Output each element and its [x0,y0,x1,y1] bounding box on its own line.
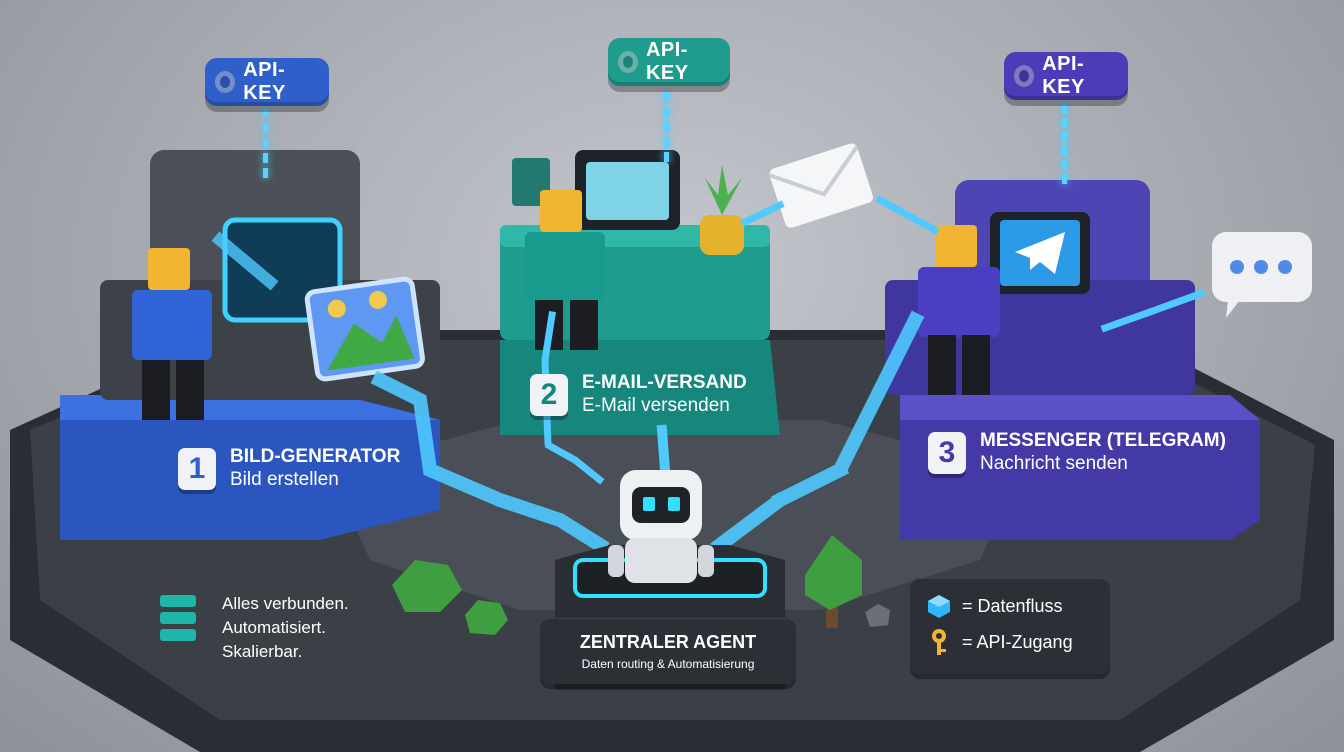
flow-station-2-a [541,311,605,485]
agent-label-panel: ZENTRALER AGENT Daten routing & Automati… [540,618,796,684]
station-subtitle: Nachricht senden [980,453,1128,474]
worker-3-body [918,267,1000,337]
api-connector-2 [664,92,669,162]
summary-line: Automatisiert. [222,618,326,637]
summary-text: Alles verbunden. Automatisiert. Skalierb… [222,592,349,664]
api-key-tag-3: API-KEY [1004,52,1128,100]
bush-icon [465,600,508,635]
summary-line: Alles verbunden. [222,594,349,613]
flow-chat [1100,287,1210,333]
summary-line: Skalierbar. [222,642,303,661]
api-connector-1 [263,108,268,178]
station-1-platform [60,395,440,540]
image-icon [304,276,425,382]
plant-icon [705,165,742,215]
legend-label: = API-Zugang [962,631,1073,652]
robot-agent-icon [608,470,714,583]
api-key-label: API-KEY [645,39,689,84]
station-title: E-MAIL-VERSAND [582,372,747,393]
api-connector-3 [1062,104,1067,184]
key-icon [1014,65,1035,87]
tree-icon [805,535,862,628]
station-2-label: 2 E-MAIL-VERSAND E-Mail versenden [530,372,747,418]
telegram-icon [1015,232,1065,274]
worker-1-head [148,248,190,290]
api-key-label: API-KEY [243,59,286,104]
station-title: BILD-GENERATOR [230,446,401,467]
station-3-platform [900,395,1260,540]
station-title: MESSENGER (TELEGRAM) [980,430,1226,451]
station-number-badge: 1 [178,448,216,490]
flow-station-3 [710,310,925,555]
flow-email-2 [875,195,940,235]
flow-email [740,200,785,227]
agent-title: ZENTRALER AGENT [579,632,757,652]
rock-icon [865,604,890,627]
worker-2-body [525,232,605,302]
api-key-tag-2: API-KEY [608,38,730,86]
legend-item-datenfluss: = Datenfluss [926,588,1094,624]
legend-panel: = Datenfluss = API-Zugang [910,578,1110,674]
key-icon [932,629,946,655]
data-flow-paths [211,195,1210,555]
worker-2-head [540,190,582,232]
cube-icon [928,595,950,618]
station-subtitle: E-Mail versenden [582,395,730,416]
key-icon [618,51,638,73]
api-key-tag-1: API-KEY [205,58,329,106]
station-3-label: 3 MESSENGER (TELEGRAM) Nachricht senden [928,430,1226,476]
station-number-badge: 2 [530,374,568,416]
key-icon [215,71,236,93]
api-key-label: API-KEY [1042,53,1085,98]
legend-label: = Datenfluss [962,595,1063,616]
layers-icon [160,595,196,641]
plant-pot [700,215,744,255]
station-subtitle: Bild erstellen [230,469,339,490]
station-number-badge: 3 [928,432,966,474]
flow-station-1 [370,370,610,555]
legend-item-api-zugang: = API-Zugang [926,624,1094,660]
bush-icon [392,560,462,612]
envelope-icon [768,143,874,228]
worker-1-body [132,290,212,360]
agent-subtitle: Daten routing & Automatisierung [581,657,755,671]
station-1-label: 1 BILD-GENERATOR Bild erstellen [178,446,400,492]
chat-bubble-icon [1212,232,1312,318]
flow-station-2-b [656,424,671,476]
station-2-platform [500,340,780,435]
worker-3-head [935,225,977,267]
